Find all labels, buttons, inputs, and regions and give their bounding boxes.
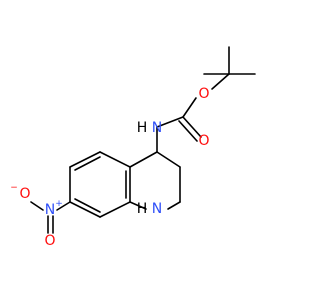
bond-c7-n-nitro <box>56 201 71 211</box>
bond-carbonyl-c-n <box>156 116 184 128</box>
bond-n-nitro-o-single <box>30 201 44 211</box>
nitro-double-oxygen-label: O <box>44 233 55 249</box>
bond-c4a-c5 <box>99 151 131 168</box>
bond-c2-n1 <box>167 201 181 210</box>
bond-carbonyl-double-1 <box>182 116 202 138</box>
carbonyl-oxygen-label: O <box>198 133 209 149</box>
bond-c8-c8a <box>99 201 131 218</box>
bond-carbonyl-double-2 <box>178 120 198 142</box>
ether-oxygen-label: O <box>198 86 209 102</box>
bond-c4-c3 <box>156 151 181 168</box>
bond-c7-c8 <box>69 201 101 218</box>
nitro-plus-charge: + <box>55 199 63 209</box>
ring-nitrogen-label: N <box>152 201 162 217</box>
ring-hydrogen-label: H <box>137 201 148 217</box>
molecule-canvas: O O H N N H N + O − O <box>10 46 256 249</box>
amide-nitrogen-label: N <box>152 120 162 136</box>
structure-diagram: O O H N N H N + O − O <box>10 46 256 249</box>
bond-c5-c6 <box>69 151 101 168</box>
nitro-nitrogen-label: N <box>45 202 55 218</box>
bond-n1-c8a <box>129 201 147 210</box>
bond-c7-c8-inner <box>74 198 101 213</box>
bond-c5-c6-inner <box>74 156 101 171</box>
bond-ether-o-carbonyl-c <box>182 97 197 118</box>
bond-c4-c4a <box>129 151 158 168</box>
bond-tbu-c-ether-o <box>211 73 230 90</box>
amide-hydrogen-label: H <box>137 120 148 136</box>
nitro-minus-charge: − <box>10 183 18 193</box>
nitro-single-oxygen-label: O <box>19 186 30 202</box>
